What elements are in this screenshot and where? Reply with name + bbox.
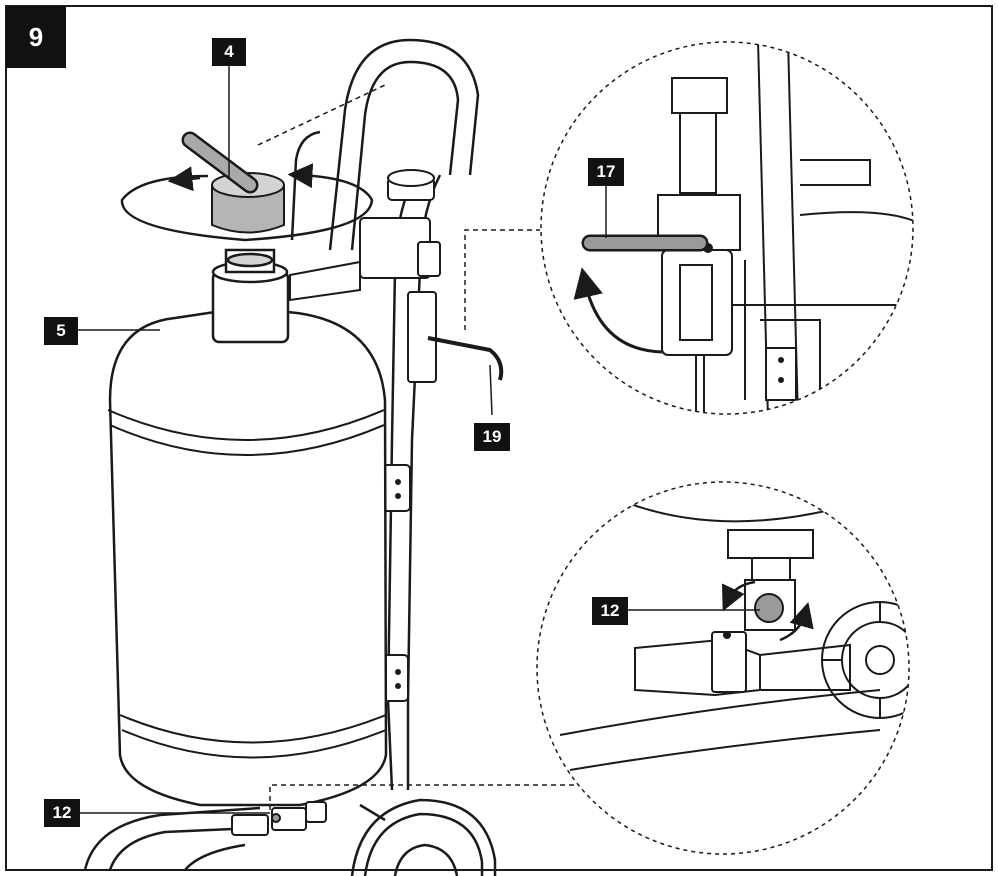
- tank-neck: [211, 248, 290, 344]
- top-detail: [657, 42, 913, 414]
- wheel: [350, 798, 497, 876]
- pressure-gauge-assembly: [289, 169, 441, 383]
- figure-frame: [5, 5, 993, 871]
- tank: [108, 310, 388, 807]
- lever-19: [427, 336, 504, 381]
- figure-number: 9: [6, 6, 66, 68]
- callout-12-bottom: 12: [44, 799, 80, 827]
- drain-valve-12: [231, 801, 327, 836]
- callout-5: 5: [44, 317, 78, 345]
- cart-base: [83, 803, 386, 871]
- lid-cap: [181, 131, 285, 234]
- callout-4: 4: [212, 38, 246, 66]
- curved-arrow-icon: [573, 267, 663, 354]
- callout-17: 17: [588, 158, 624, 186]
- tank-bands: [107, 409, 387, 759]
- callout-12-detail: 12: [592, 597, 628, 625]
- callout-19: 19: [474, 423, 510, 451]
- rotation-arrow-icon: [120, 163, 374, 242]
